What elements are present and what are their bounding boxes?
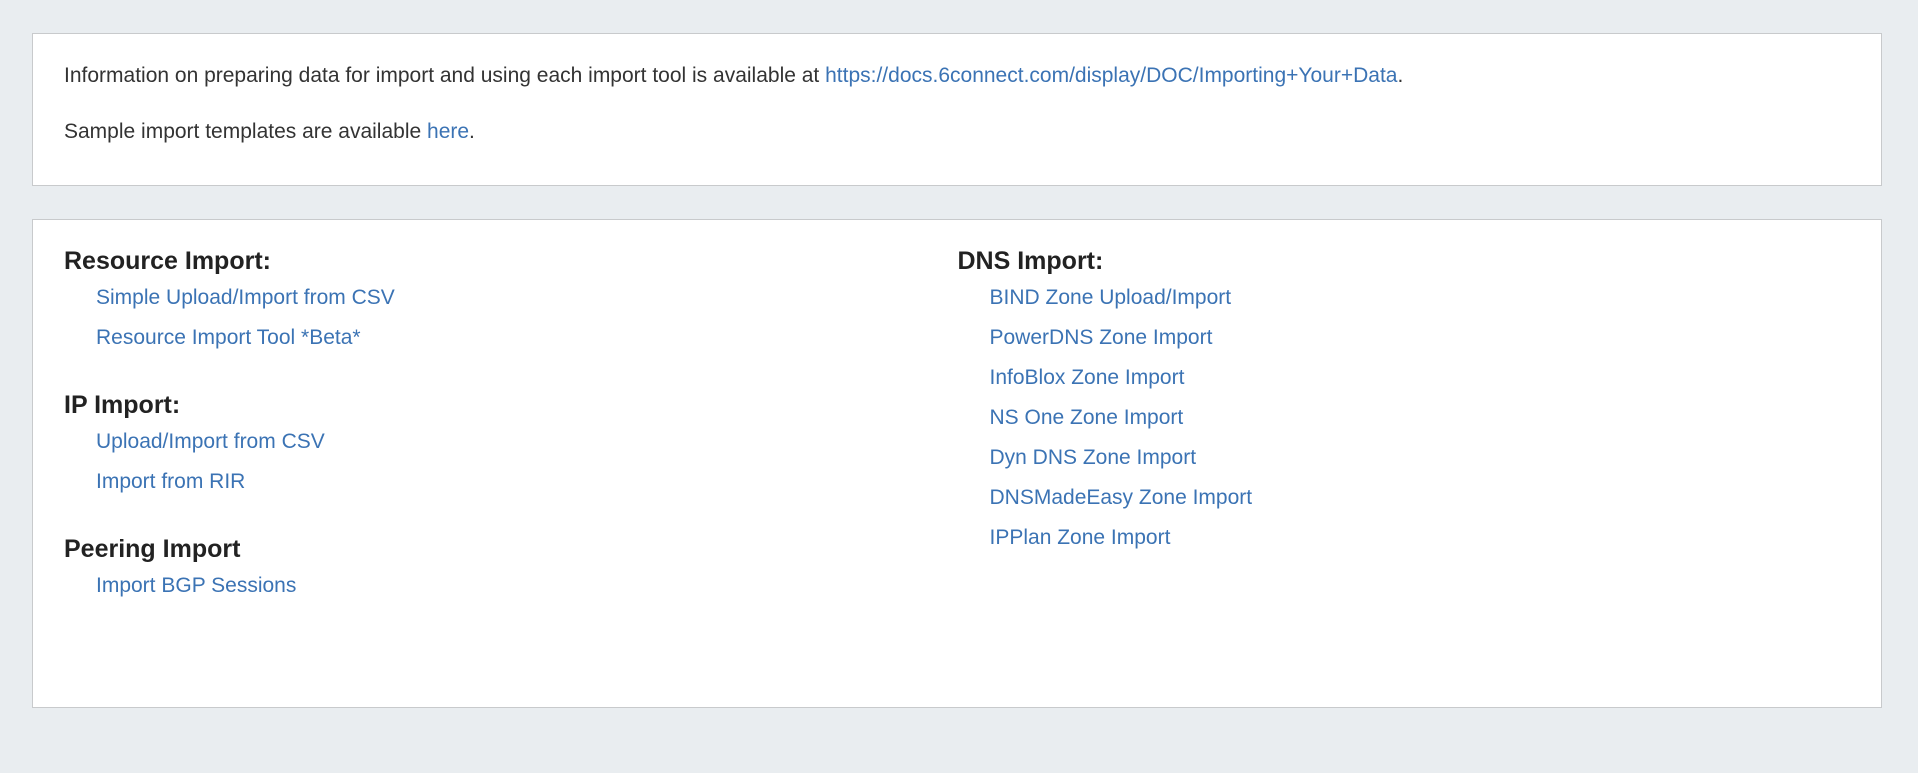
import-link-bind-zone-upload-import[interactable]: BIND Zone Upload/Import	[989, 286, 1232, 309]
link-list: Upload/Import from CSV Import from RIR	[64, 422, 958, 502]
info-line-1-text: Information on preparing data for import…	[64, 64, 826, 87]
import-link-powerdns-zone-import[interactable]: PowerDNS Zone Import	[989, 326, 1213, 349]
import-link-infoblox-zone-import[interactable]: InfoBlox Zone Import	[989, 366, 1185, 389]
section-heading-ip-import: IP Import:	[64, 391, 181, 419]
info-box: Information on preparing data for import…	[32, 33, 1882, 186]
info-line-1-period: .	[1397, 64, 1404, 87]
section-heading-dns-import: DNS Import:	[957, 247, 1104, 275]
import-link-import-from-rir[interactable]: Import from RIR	[96, 470, 246, 493]
docs-url-link[interactable]: https://docs.6connect.com/display/DOC/Im…	[825, 64, 1398, 87]
info-line-2-period: .	[469, 120, 475, 143]
link-list: Import BGP Sessions	[64, 566, 958, 606]
info-line-2: Sample import templates are available he…	[64, 119, 1849, 145]
info-line-1: Information on preparing data for import…	[64, 63, 1849, 89]
import-link-dyn-dns-zone-import[interactable]: Dyn DNS Zone Import	[989, 446, 1197, 469]
import-link-import-bgp-sessions[interactable]: Import BGP Sessions	[96, 574, 297, 597]
import-link-dnsmadeeasy-zone-import[interactable]: DNSMadeEasy Zone Import	[989, 486, 1253, 509]
import-section-ip-import: IP Import: Upload/Import from CSV Import f…	[64, 388, 958, 502]
section-heading-peering-import: Peering Import	[64, 535, 241, 563]
import-section-resource-import: Resource Import: Simple Upload/Import fro…	[64, 244, 958, 358]
import-link-resource-import-tool-beta[interactable]: Resource Import Tool *Beta*	[96, 326, 361, 349]
templates-here-link[interactable]: here	[427, 120, 470, 143]
import-link-simple-upload-import-from-csv[interactable]: Simple Upload/Import from CSV	[96, 286, 395, 309]
import-link-upload-import-from-csv[interactable]: Upload/Import from CSV	[96, 430, 325, 453]
link-list: Simple Upload/Import from CSV Resource Im…	[64, 278, 958, 358]
info-line-2-text: Sample import templates are available	[64, 120, 428, 143]
import-link-ipplan-zone-import[interactable]: IPPlan Zone Import	[989, 526, 1171, 549]
import-column-left: Resource Import: Simple Upload/Import fro…	[64, 244, 958, 606]
section-heading-resource-import: Resource Import:	[64, 247, 271, 275]
import-tools-box: Resource Import: Simple Upload/Import fro…	[32, 219, 1882, 708]
import-link-ns-one-zone-import[interactable]: NS One Zone Import	[989, 406, 1184, 429]
